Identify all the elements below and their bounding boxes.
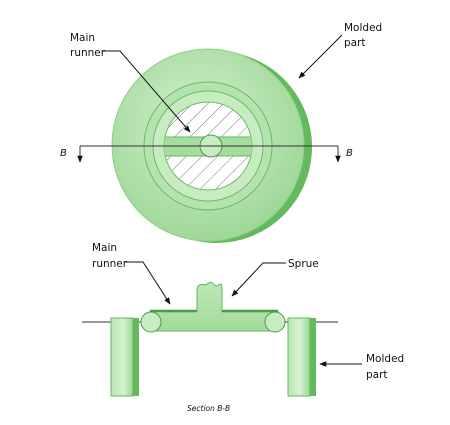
left-wall-shadow [132, 318, 139, 396]
label-molded-part-top-line2: part [344, 37, 366, 49]
top-view: B B Main runner Molded part [60, 22, 382, 243]
label-molded-part-top-line1: Molded [344, 22, 382, 34]
runner-end-right [264, 311, 286, 333]
label-molded-part-section-line1: Molded [366, 353, 404, 365]
label-main-runner-section-line1: Main [92, 242, 117, 254]
section-mark-right: B [346, 148, 353, 159]
label-main-runner-top-line2: runner [70, 47, 106, 59]
label-molded-part-section-line2: part [366, 369, 388, 381]
runner-end-left [140, 311, 162, 333]
leader-sprue [231, 262, 286, 297]
label-sprue: Sprue [288, 258, 319, 270]
label-main-runner-section-line2: runner [92, 258, 128, 270]
leader-molded-part-top [298, 34, 343, 79]
section-view: Main runner Sprue Molded part Section B-… [82, 242, 404, 413]
leader-main-runner-section [124, 261, 171, 305]
section-mark-left: B [60, 148, 67, 159]
right-wall-shadow [309, 318, 316, 396]
caption-section-b-b: Section B-B [187, 404, 230, 413]
right-wall [287, 317, 311, 397]
label-main-runner-top-line1: Main [70, 32, 95, 44]
runner-sprue-body [149, 281, 279, 332]
leader-main-runner-top [102, 50, 191, 133]
left-wall [110, 317, 134, 397]
